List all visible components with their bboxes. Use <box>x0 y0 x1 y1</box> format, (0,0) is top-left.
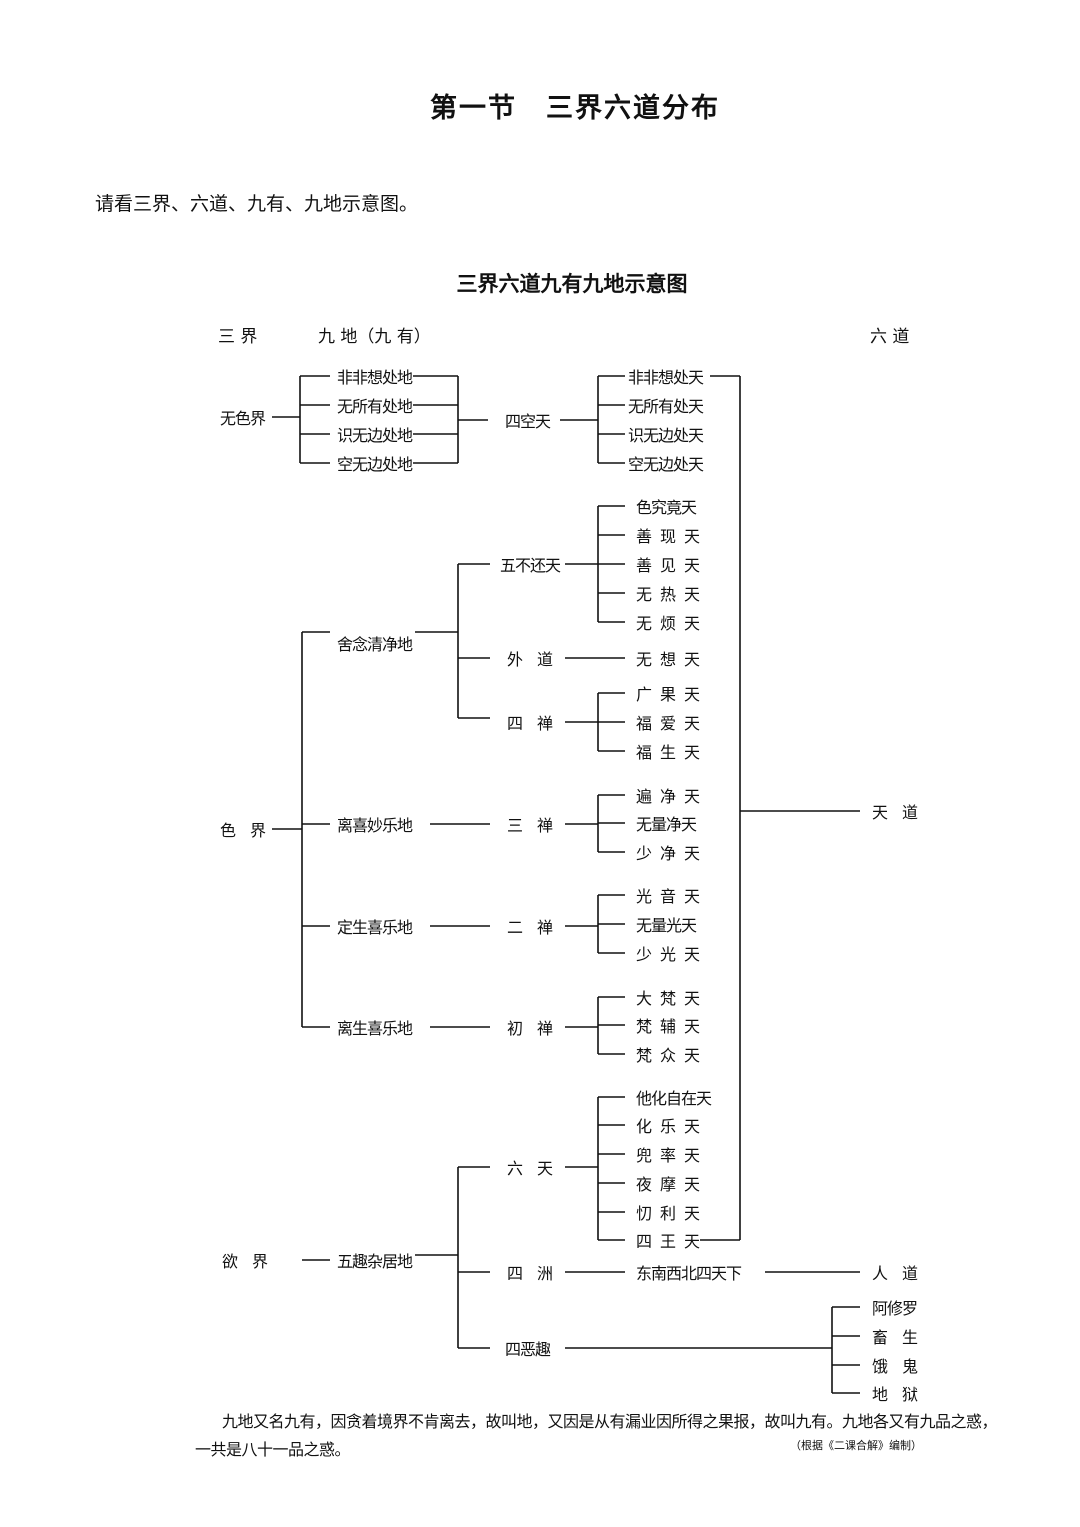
node-t17: 无量光天 <box>636 916 697 935</box>
footer-line2: 一共是八十一品之惑。 <box>195 1440 351 1459</box>
node-liutian: 六天 <box>507 1159 568 1178</box>
node-t27: 四王天 <box>636 1232 709 1251</box>
node-t11: 福爱天 <box>636 714 709 733</box>
node-axiuluo: 阿修罗 <box>872 1299 918 1318</box>
intro-text: 请看三界、六道、九有、九地示意图。 <box>95 193 419 215</box>
node-t19: 大梵天 <box>636 989 709 1008</box>
node-dingsheng: 定生喜乐地 <box>337 918 413 937</box>
node-t22: 他化自在天 <box>636 1089 712 1108</box>
node-t21: 梵众天 <box>636 1046 709 1065</box>
node-rendao: 人道 <box>872 1264 933 1283</box>
node-tiandao: 天道 <box>872 803 933 822</box>
node-t20: 梵辅天 <box>636 1017 709 1036</box>
node-t23: 化乐天 <box>636 1117 709 1136</box>
node-sanchan: 三禅 <box>507 816 568 835</box>
node-t12: 福生天 <box>636 743 709 762</box>
node-t6: 善现天 <box>636 527 709 546</box>
node-wuxiang: 无想天 <box>636 650 709 669</box>
node-t7: 善见天 <box>636 556 709 575</box>
node-sikongtian: 四空天 <box>505 412 551 431</box>
node-sejie: 色界 <box>220 821 281 840</box>
node-d1: 非非想处地 <box>337 368 413 387</box>
section-title: 第一节 三界六道分布 <box>430 93 720 124</box>
citation: （根据《二课合解》编制） <box>790 1439 922 1452</box>
node-t26: 忉利天 <box>636 1204 709 1223</box>
node-chusheng: 畜生 <box>872 1328 933 1347</box>
node-t14: 无量净天 <box>636 815 697 834</box>
footer-line1: 九地又名九有，因贪着境界不肯离去，故叫地，又因是从有漏业因所得之果报，故叫九有。… <box>222 1412 998 1431</box>
node-erchan: 二禅 <box>507 918 568 937</box>
node-t13: 遍净天 <box>636 787 709 806</box>
header-sanjie: 三 界 <box>218 327 258 347</box>
diagram-title: 三界六道九有九地示意图 <box>456 271 688 296</box>
node-d2: 无所有处地 <box>337 397 413 416</box>
node-d4: 空无边处地 <box>337 455 413 474</box>
node-sitianxia: 东南西北四天下 <box>636 1264 742 1283</box>
node-t16: 光音天 <box>636 887 709 906</box>
node-t15: 少净天 <box>636 844 709 863</box>
header-liudao: 六 道 <box>870 327 910 347</box>
node-t25: 夜摩天 <box>636 1175 709 1194</box>
node-sie: 四恶趣 <box>505 1340 551 1359</box>
node-wubuhuantian: 五不还天 <box>500 556 561 575</box>
node-t9: 无烦天 <box>636 614 709 633</box>
node-lixi: 离喜妙乐地 <box>337 816 413 835</box>
node-egui: 饿鬼 <box>872 1357 933 1376</box>
node-t2: 无所有处天 <box>628 397 704 416</box>
node-t4: 空无边处天 <box>628 455 704 474</box>
node-t10: 广果天 <box>636 685 709 704</box>
node-chuchan: 初禅 <box>507 1019 568 1038</box>
node-t5: 色究竟天 <box>636 498 697 517</box>
node-t24: 兜率天 <box>636 1146 709 1165</box>
header-jiudi: 九 地（九 有） <box>318 327 431 347</box>
node-shenian: 舍念清净地 <box>337 635 413 654</box>
node-sizhou: 四洲 <box>507 1264 568 1283</box>
node-t1: 非非想处天 <box>628 368 704 387</box>
node-waidao: 外道 <box>507 650 568 669</box>
node-wusejie: 无色界 <box>220 409 266 428</box>
node-diyu: 地狱 <box>872 1385 933 1404</box>
node-d3: 识无边处地 <box>337 426 413 445</box>
node-t3: 识无边处天 <box>628 426 704 445</box>
node-sichan: 四禅 <box>507 714 568 733</box>
node-yujie: 欲界 <box>222 1252 283 1271</box>
node-t8: 无热天 <box>636 585 709 604</box>
node-lisheng: 离生喜乐地 <box>337 1019 413 1038</box>
node-t18: 少光天 <box>636 945 709 964</box>
node-wuqu: 五趣杂居地 <box>337 1252 413 1271</box>
